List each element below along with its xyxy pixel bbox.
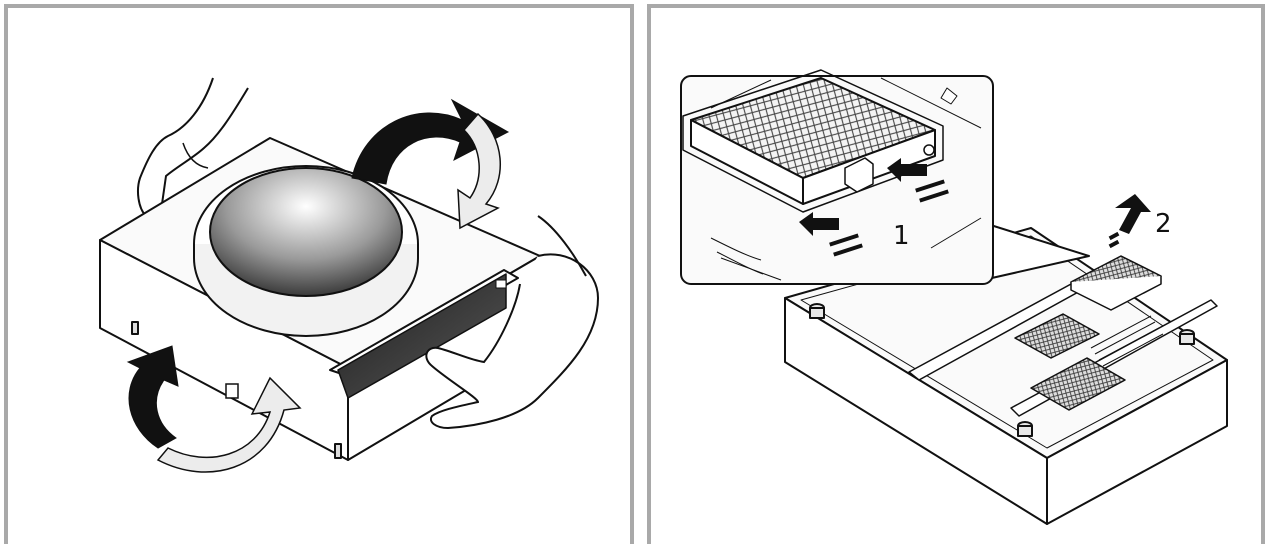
- lift-arrow: [1109, 194, 1151, 248]
- step-2-label: 2: [1155, 209, 1172, 239]
- cooking-zone: [194, 166, 418, 336]
- flip-appliance-panel: [4, 4, 634, 544]
- rotate-arrow-bottom-dark: [128, 346, 178, 448]
- detail-callout: [681, 70, 1089, 284]
- flip-appliance-illustration: [8, 8, 638, 544]
- step-1-label: 1: [893, 221, 910, 251]
- remove-filters-illustration: 2: [651, 8, 1269, 544]
- remove-filters-panel: 2: [647, 4, 1265, 544]
